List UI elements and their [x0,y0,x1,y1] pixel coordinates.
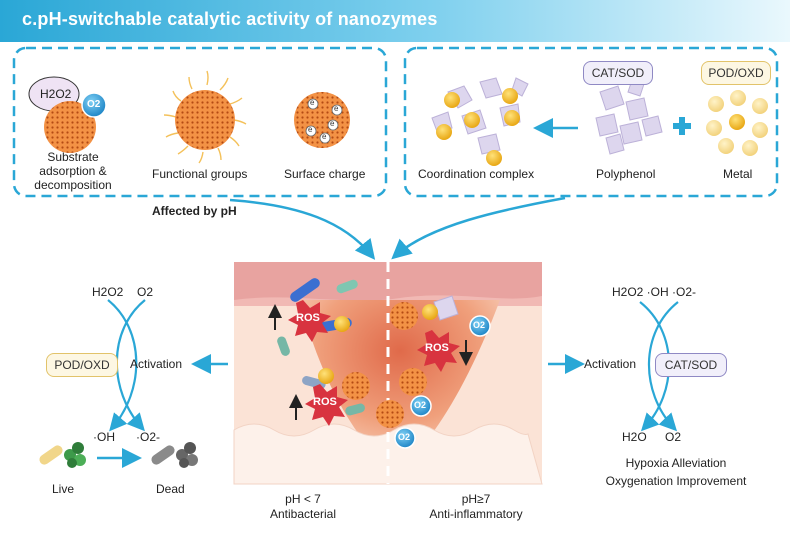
ph-low-label: pH < 7 [285,492,321,506]
coordination-complex-label: Coordination complex [418,167,535,181]
surface-charge-label: Surface charge [284,167,366,181]
plus-icon [673,117,691,135]
cat-sod-badge-right: CAT/SOD [655,353,727,377]
arrow-right-to-skin [391,196,566,260]
h2o-label: H2O [622,430,647,444]
antibacterial-label: Antibacterial [269,507,337,521]
electron-label-1: e [310,98,315,107]
o2-bubble-label-3: O2 [398,432,411,442]
right-activation-label: Activation [584,357,637,371]
polyphenol-graphic [595,79,663,155]
functional-groups-nanozyme [163,70,247,164]
electron-label-2: e [334,104,339,113]
hypoxia-alleviation-label: Hypoxia Alleviation [625,456,727,470]
right-reactants-label: H2O2 ·OH ·O2- [612,285,697,299]
cat-sod-badge-top: CAT/SOD [583,61,653,85]
electron-label-3: e [330,119,335,128]
ros-burst-1 [288,300,331,342]
left-o2-label: O2 [137,285,154,299]
h2o2-label: H2O2 [40,87,72,101]
left-superoxide-label: ·O2- [136,430,160,444]
functional-groups-label: Functional groups [152,167,248,181]
o2-bubble-label-1: O2 [473,320,486,330]
oxygenation-improvement-label: Oxygenation Improvement [605,474,747,488]
left-h2o2-label: H2O2 [92,285,124,299]
nanozyme-substrate [44,101,96,153]
right-o2-label: O2 [665,430,682,444]
ros-label-1: ROS [296,312,320,324]
ros-burst-2 [305,384,348,426]
electron-label-4: e [308,125,313,134]
electron-label-5: e [322,132,327,141]
anti-inflammatory-label: Anti-inflammatory [429,507,523,521]
skin-o2-bubbles [394,315,491,449]
affected-by-ph-label: Affected by pH [152,204,237,218]
surface-charge-nanozyme [294,92,350,148]
ph-high-label: pH≥7 [461,492,491,506]
live-label: Live [52,482,75,496]
o2-bubble-label-2: O2 [414,400,427,410]
header-banner: c.pH-switchable catalytic activity of na… [0,0,790,42]
polyphenol-label: Polyphenol [596,167,656,181]
metal-label: Metal [723,167,753,181]
ros-burst-3 [417,330,460,372]
left-activation-label: Activation [130,357,183,371]
left-oh-label: ·OH [93,430,115,444]
live-bacteria-icon [39,442,86,468]
dead-bacteria-icon [151,442,198,468]
pod-oxd-badge-top: POD/OXD [701,61,771,85]
o2-label: O2 [87,99,101,110]
dead-label: Dead [156,482,185,496]
figure-title: c.pH-switchable catalytic activity of na… [22,9,438,29]
skin-nanozymes [318,295,459,428]
metal-graphic [706,90,768,156]
coordination-complex-graphic [431,77,529,166]
o2-bubble-icon [81,92,107,118]
ros-label-2: ROS [313,396,337,408]
skin-cross-section [233,262,543,485]
pod-oxd-badge-left: POD/OXD [46,353,118,377]
ros-label-3: ROS [425,342,449,354]
arrow-left-to-skin [229,198,376,260]
